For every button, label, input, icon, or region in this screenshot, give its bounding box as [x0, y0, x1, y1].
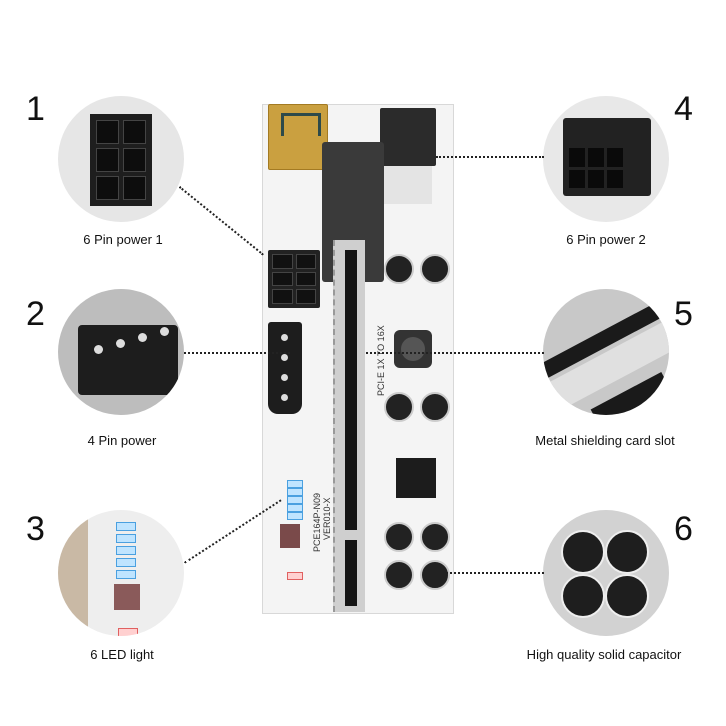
- led-indicator-power: [287, 572, 303, 580]
- led-indicators-icon: [116, 522, 136, 579]
- feature-image-six-pin-1: [58, 96, 184, 222]
- feature-caption: 6 Pin power 1: [83, 232, 163, 247]
- feature-caption: 4 Pin power: [87, 433, 157, 448]
- capacitor-icon: [561, 530, 605, 574]
- capacitor: [420, 392, 450, 422]
- capacitor: [384, 254, 414, 284]
- capacitor: [384, 560, 414, 590]
- led-indicator: [287, 480, 303, 488]
- feature-number: 6: [674, 510, 693, 548]
- feature-caption: High quality solid capacitor: [526, 647, 682, 662]
- led-indicator: [287, 512, 303, 520]
- feature-image-card-slot: [543, 289, 669, 415]
- six-pin-connector-2: [380, 108, 436, 166]
- leader-line-2: [184, 352, 290, 354]
- led-indicator: [287, 496, 303, 504]
- capacitor: [384, 522, 414, 552]
- capacitor: [420, 522, 450, 552]
- inductor: [394, 330, 432, 368]
- ic-chip: [280, 524, 300, 548]
- capacitor-icon: [561, 574, 605, 618]
- led-indicator: [287, 504, 303, 512]
- feature-image-six-pin-2: [543, 96, 669, 222]
- leader-line-6: [446, 572, 544, 574]
- feature-number: 5: [674, 295, 693, 333]
- board-model-label: PCE164P-N09: [312, 492, 322, 552]
- usb-port: [268, 104, 328, 170]
- feature-number: 2: [26, 295, 45, 333]
- capacitor: [420, 254, 450, 284]
- feature-number: 1: [26, 90, 45, 128]
- feature-image-molex: [58, 289, 184, 415]
- feature-caption: 6 Pin power 2: [566, 232, 646, 247]
- feature-number: 3: [26, 510, 45, 548]
- leader-line-1: [178, 186, 264, 256]
- feature-number: 4: [674, 90, 693, 128]
- led-indicator: [287, 488, 303, 496]
- six-pin-connector-1: [268, 250, 320, 308]
- capacitor-icon: [605, 574, 649, 618]
- capacitor: [384, 392, 414, 422]
- feature-image-leds: [58, 510, 184, 636]
- molex-connector-icon: [78, 325, 178, 395]
- connector-pins: [384, 166, 432, 204]
- leader-line-5: [366, 352, 544, 354]
- feature-caption: 6 LED light: [90, 647, 154, 662]
- regulator-chip: [396, 458, 436, 498]
- slot-contacts-short: [345, 540, 357, 606]
- board-pcie-label: PCI-E 1X TO 16X: [376, 325, 386, 396]
- six-pin-connector-icon: [90, 114, 152, 206]
- capacitor-icon: [605, 530, 649, 574]
- six-pin-connector-icon: [563, 118, 651, 196]
- leader-line-4: [436, 156, 544, 158]
- slot-contacts-main: [345, 250, 357, 530]
- board-version-label: VER010-X: [322, 497, 332, 540]
- molex-connector: [268, 322, 302, 414]
- capacitor: [420, 560, 450, 590]
- feature-caption: Metal shielding card slot: [535, 433, 675, 448]
- feature-image-capacitors: [543, 510, 669, 636]
- pcie-x16-slot: [333, 240, 365, 612]
